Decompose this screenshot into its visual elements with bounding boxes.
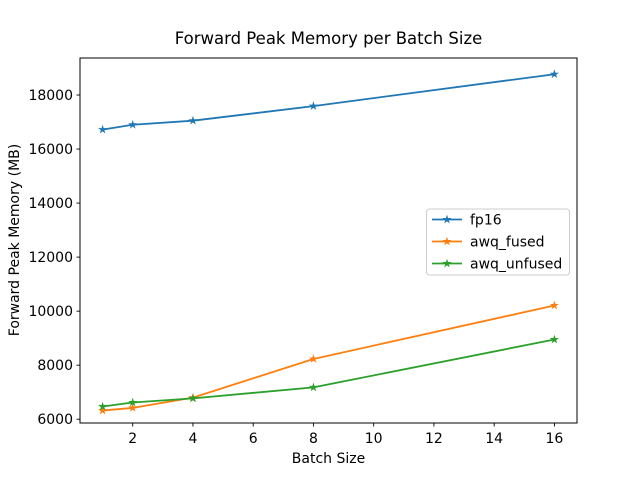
data-point-marker: [128, 403, 138, 412]
y-tick-label: 8000: [37, 358, 73, 374]
data-point-marker: [98, 405, 108, 415]
y-tick-label: 18000: [28, 88, 73, 104]
data-point-marker: [308, 382, 318, 392]
x-axis-label: Batch Size: [291, 451, 366, 467]
data-point-marker: [98, 401, 108, 411]
series-line: [101, 338, 556, 408]
x-tick-label: 12: [425, 431, 443, 447]
plot-border: [79, 57, 578, 424]
legend-sample-marker: [442, 258, 452, 268]
legend-label-fp16: fp16: [470, 213, 502, 229]
chart-title: Forward Peak Memory per Batch Size: [174, 29, 483, 48]
legend-label-awq_fused: awq_fused: [470, 235, 545, 251]
data-point-marker: [308, 101, 318, 110]
x-tick-label: 6: [249, 431, 258, 447]
legend: fp16 awq_fused awq_unfused: [426, 208, 570, 276]
y-tick-label: 16000: [28, 142, 73, 158]
x-tick-label: 10: [365, 431, 383, 447]
series-awq_fused: [98, 300, 559, 415]
data-point-marker: [188, 393, 198, 403]
data-point-marker: [128, 397, 138, 407]
legend-sample-marker: [442, 236, 452, 246]
y-axis-label-text: Forward Peak Memory (MB): [7, 143, 23, 337]
data-point-marker: [308, 354, 318, 363]
x-tick-label: 8: [309, 431, 318, 447]
data-point-marker: [549, 300, 559, 310]
x-tick-label: 16: [545, 431, 563, 447]
data-point-marker: [188, 115, 198, 125]
series-fp16: [98, 69, 559, 134]
series-awq_unfused: [98, 334, 559, 411]
y-tick-label: 12000: [28, 250, 73, 266]
y-tick-label: 10000: [28, 304, 73, 320]
x-tick-label: 2: [128, 431, 137, 447]
data-point-marker: [98, 124, 108, 134]
data-point-marker: [549, 69, 559, 79]
y-tick-label: 6000: [37, 412, 73, 428]
data-point-marker: [549, 334, 559, 344]
legend-box: [426, 208, 570, 276]
legend-label-awq_unfused: awq_unfused: [470, 257, 562, 273]
x-axis: 2 4 6 8 10 12 14 16: [128, 423, 563, 447]
legend-sample-marker: [442, 214, 452, 224]
x-tick-label: 4: [188, 431, 197, 447]
x-tick-label: 14: [485, 431, 503, 447]
series-line: [101, 304, 556, 412]
series-line: [101, 73, 556, 131]
data-point-marker: [128, 119, 138, 129]
y-axis: 6000 8000 10000 12000 14000 16000 18000: [28, 88, 80, 428]
y-tick-label: 14000: [28, 196, 73, 212]
